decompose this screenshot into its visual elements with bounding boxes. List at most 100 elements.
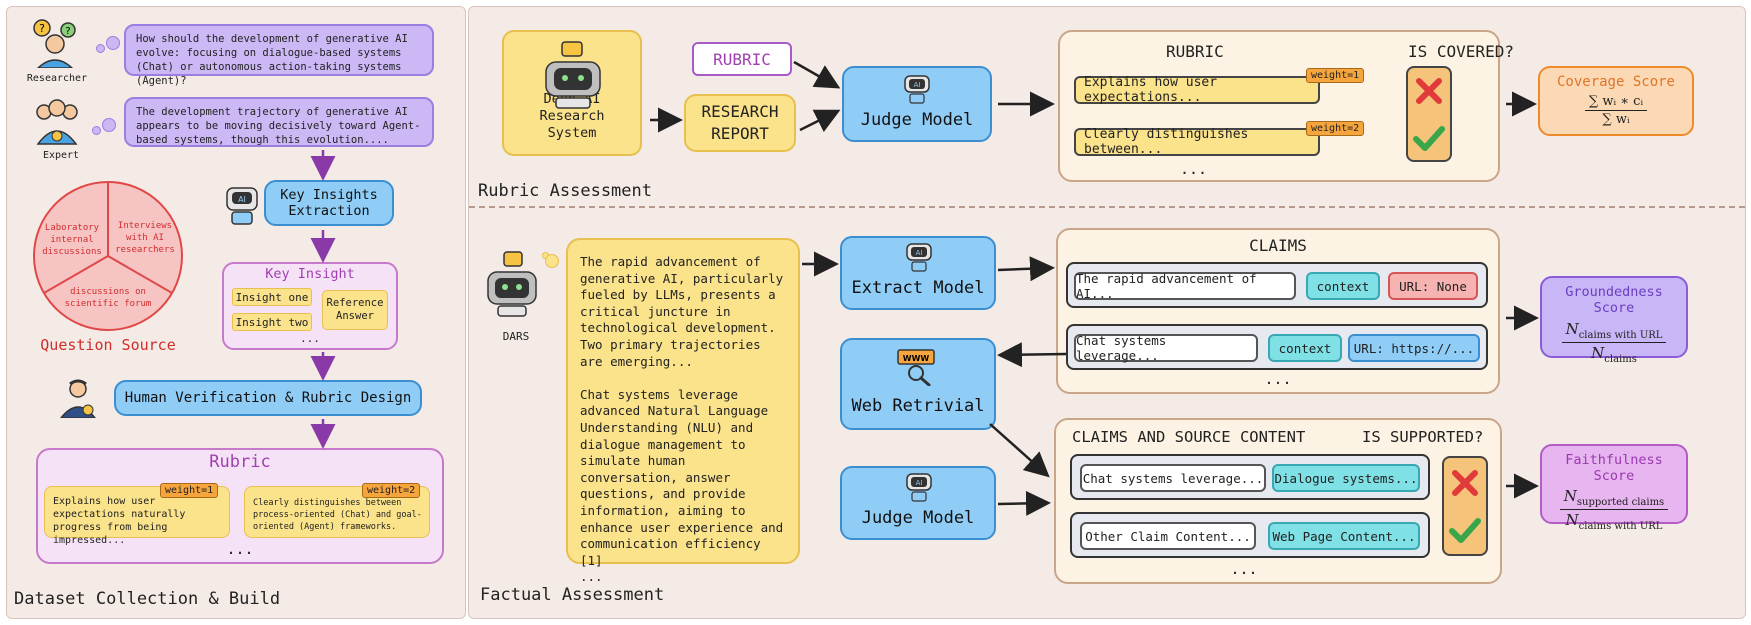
- factual-section-title: Factual Assessment: [480, 585, 665, 605]
- supported-header: IS SUPPORTED?: [1362, 428, 1484, 446]
- thought-dot: [106, 36, 120, 50]
- covered-header: IS COVERED?: [1408, 42, 1514, 61]
- check-icon: [1413, 126, 1445, 151]
- weight-badge: weight=1: [160, 483, 219, 498]
- faithfulness-title: Faithfulness Score: [1565, 452, 1663, 484]
- rubric-row: Explains how user expectations...: [1074, 75, 1320, 105]
- groundedness-num-sub: claims with URL: [1578, 330, 1663, 341]
- source-content: Web Page Content...: [1268, 522, 1420, 550]
- pie-slice-forum: discussions on scientific forum: [64, 287, 152, 309]
- key-insights-extraction-box: Key Insights Extraction: [264, 180, 394, 226]
- judge-model-label: Judge Model: [860, 110, 974, 130]
- thought-dot: [92, 126, 101, 135]
- researcher-icon: ? ?: [33, 19, 76, 68]
- dars-robot-icon: [487, 251, 537, 317]
- groundedness-num: N: [1565, 320, 1579, 338]
- groundedness-den: N: [1591, 344, 1605, 362]
- claim-text: The rapid advancement of AI...: [1074, 271, 1296, 301]
- source-ellipsis: ...: [1230, 560, 1258, 578]
- key-insight-title: Key Insight: [265, 266, 355, 282]
- svg-text:AI: AI: [916, 249, 923, 257]
- section-divider: [469, 206, 1745, 208]
- judge-model-label-2: Judge Model: [861, 508, 975, 528]
- expert-label: Expert: [42, 150, 80, 161]
- research-report-box: RESEARCH REPORT: [684, 94, 796, 152]
- groundedness-formula: Nclaims with URL Nclaims: [1561, 320, 1667, 365]
- human-verifier-icon: [60, 379, 96, 418]
- groundedness-den-sub: claims: [1604, 354, 1637, 365]
- robot-icon: AI: [226, 187, 258, 225]
- faithfulness-den-sub: claims with URL: [1578, 521, 1663, 532]
- coverage-score-title: Coverage Score: [1556, 74, 1675, 90]
- cross-icon: [1416, 78, 1442, 104]
- check-icon: [1449, 518, 1481, 543]
- dars-label: DARS: [502, 330, 530, 343]
- insight-one: Insight one: [232, 288, 312, 306]
- rubric-ellipsis: ...: [226, 540, 254, 558]
- claim-text: Chat systems leverage...: [1074, 333, 1258, 363]
- pie-slice-lab: Laboratory internal discussions: [42, 223, 102, 257]
- svg-text:WWW: WWW: [903, 354, 930, 363]
- thought-dot: [102, 118, 116, 132]
- thought-dot: [545, 254, 559, 268]
- rubric-title: Rubric: [209, 452, 271, 472]
- robot-icon: [545, 41, 601, 109]
- weight-badge: weight=2: [362, 483, 421, 498]
- claim-url: URL: https://...: [1348, 334, 1480, 362]
- source-claim: Other Claim Content...: [1080, 522, 1256, 550]
- source-content: Dialogue systems...: [1272, 464, 1420, 492]
- key-insight-ellipsis: ...: [300, 332, 320, 345]
- coverage-numerator: ∑ wᵢ ∗ cᵢ: [1584, 94, 1648, 111]
- faithfulness-num-sub: supported claims: [1576, 497, 1665, 508]
- cross-icon: [1452, 470, 1478, 496]
- robot-icon: AI: [904, 75, 930, 104]
- pie-slice-interviews: Interviews with AI researchers: [115, 221, 175, 255]
- source-header: CLAIMS AND SOURCE CONTENT: [1072, 428, 1306, 446]
- claims-header: CLAIMS: [1249, 236, 1307, 255]
- faithfulness-score-box: Faithfulness Score Nsupported claims Ncl…: [1540, 444, 1688, 532]
- reference-answer: Reference Answer: [322, 290, 388, 330]
- claim-url: URL: None: [1388, 272, 1478, 300]
- rubric-section-title: Rubric Assessment: [478, 181, 652, 201]
- magnifier-www-icon: WWW: [897, 349, 935, 386]
- svg-text:?: ?: [65, 26, 70, 37]
- web-retrieval-label: Web Retrivial: [851, 396, 985, 416]
- extract-model-label: Extract Model: [851, 278, 985, 298]
- weight-badge: weight=1: [1306, 68, 1365, 83]
- rubric-tag: RUBRIC: [692, 42, 792, 76]
- human-verification-box: Human Verification & Rubric Design: [114, 380, 422, 416]
- weight-badge: weight=2: [1306, 121, 1365, 136]
- coverage-denominator: ∑ wᵢ: [1602, 112, 1630, 127]
- coverage-score-box: Coverage Score ∑ wᵢ ∗ cᵢ ∑ wᵢ: [1538, 66, 1694, 136]
- thought-dot: [96, 44, 105, 53]
- svg-text:?: ?: [39, 22, 45, 35]
- researcher-label: Researcher: [26, 73, 88, 84]
- faithfulness-formula: Nsupported claims Nclaims with URL: [1559, 487, 1669, 532]
- claim-context: context: [1268, 334, 1342, 362]
- faithfulness-num: N: [1563, 487, 1577, 505]
- rubric-header: RUBRIC: [1166, 42, 1224, 61]
- robot-icon: AI: [906, 473, 932, 502]
- answer-bubble: The development trajectory of generative…: [124, 97, 434, 147]
- research-report-label: RESEARCH REPORT: [701, 102, 779, 143]
- rubric-row: Clearly distinguishes between...: [1074, 127, 1320, 157]
- question-bubble: How should the development of generative…: [124, 24, 434, 87]
- dataset-section-title: Dataset Collection & Build: [14, 589, 281, 609]
- claims-ellipsis: ...: [1264, 370, 1292, 388]
- question-source-title: Question Source: [40, 336, 176, 354]
- robot-icon: AI: [906, 243, 932, 272]
- svg-text:AI: AI: [238, 195, 246, 204]
- claim-context: context: [1306, 272, 1380, 300]
- rubric-ellipsis: ...: [1180, 160, 1208, 178]
- groundedness-score-box: Groundedness Score Nclaims with URL Ncla…: [1540, 276, 1688, 365]
- svg-text:AI: AI: [916, 479, 923, 487]
- expert-icon: [36, 99, 78, 145]
- judge-model-box: Judge Model: [842, 66, 992, 142]
- source-claim: Chat systems leverage...: [1080, 464, 1266, 492]
- faithfulness-den: N: [1565, 511, 1579, 529]
- groundedness-title: Groundedness Score: [1565, 284, 1663, 316]
- question-source-pie: [33, 181, 183, 331]
- coverage-formula: ∑ wᵢ ∗ cᵢ ∑ wᵢ: [1584, 94, 1648, 127]
- extract-model-box: Extract Model: [840, 236, 996, 310]
- insight-two: Insight two: [232, 313, 312, 331]
